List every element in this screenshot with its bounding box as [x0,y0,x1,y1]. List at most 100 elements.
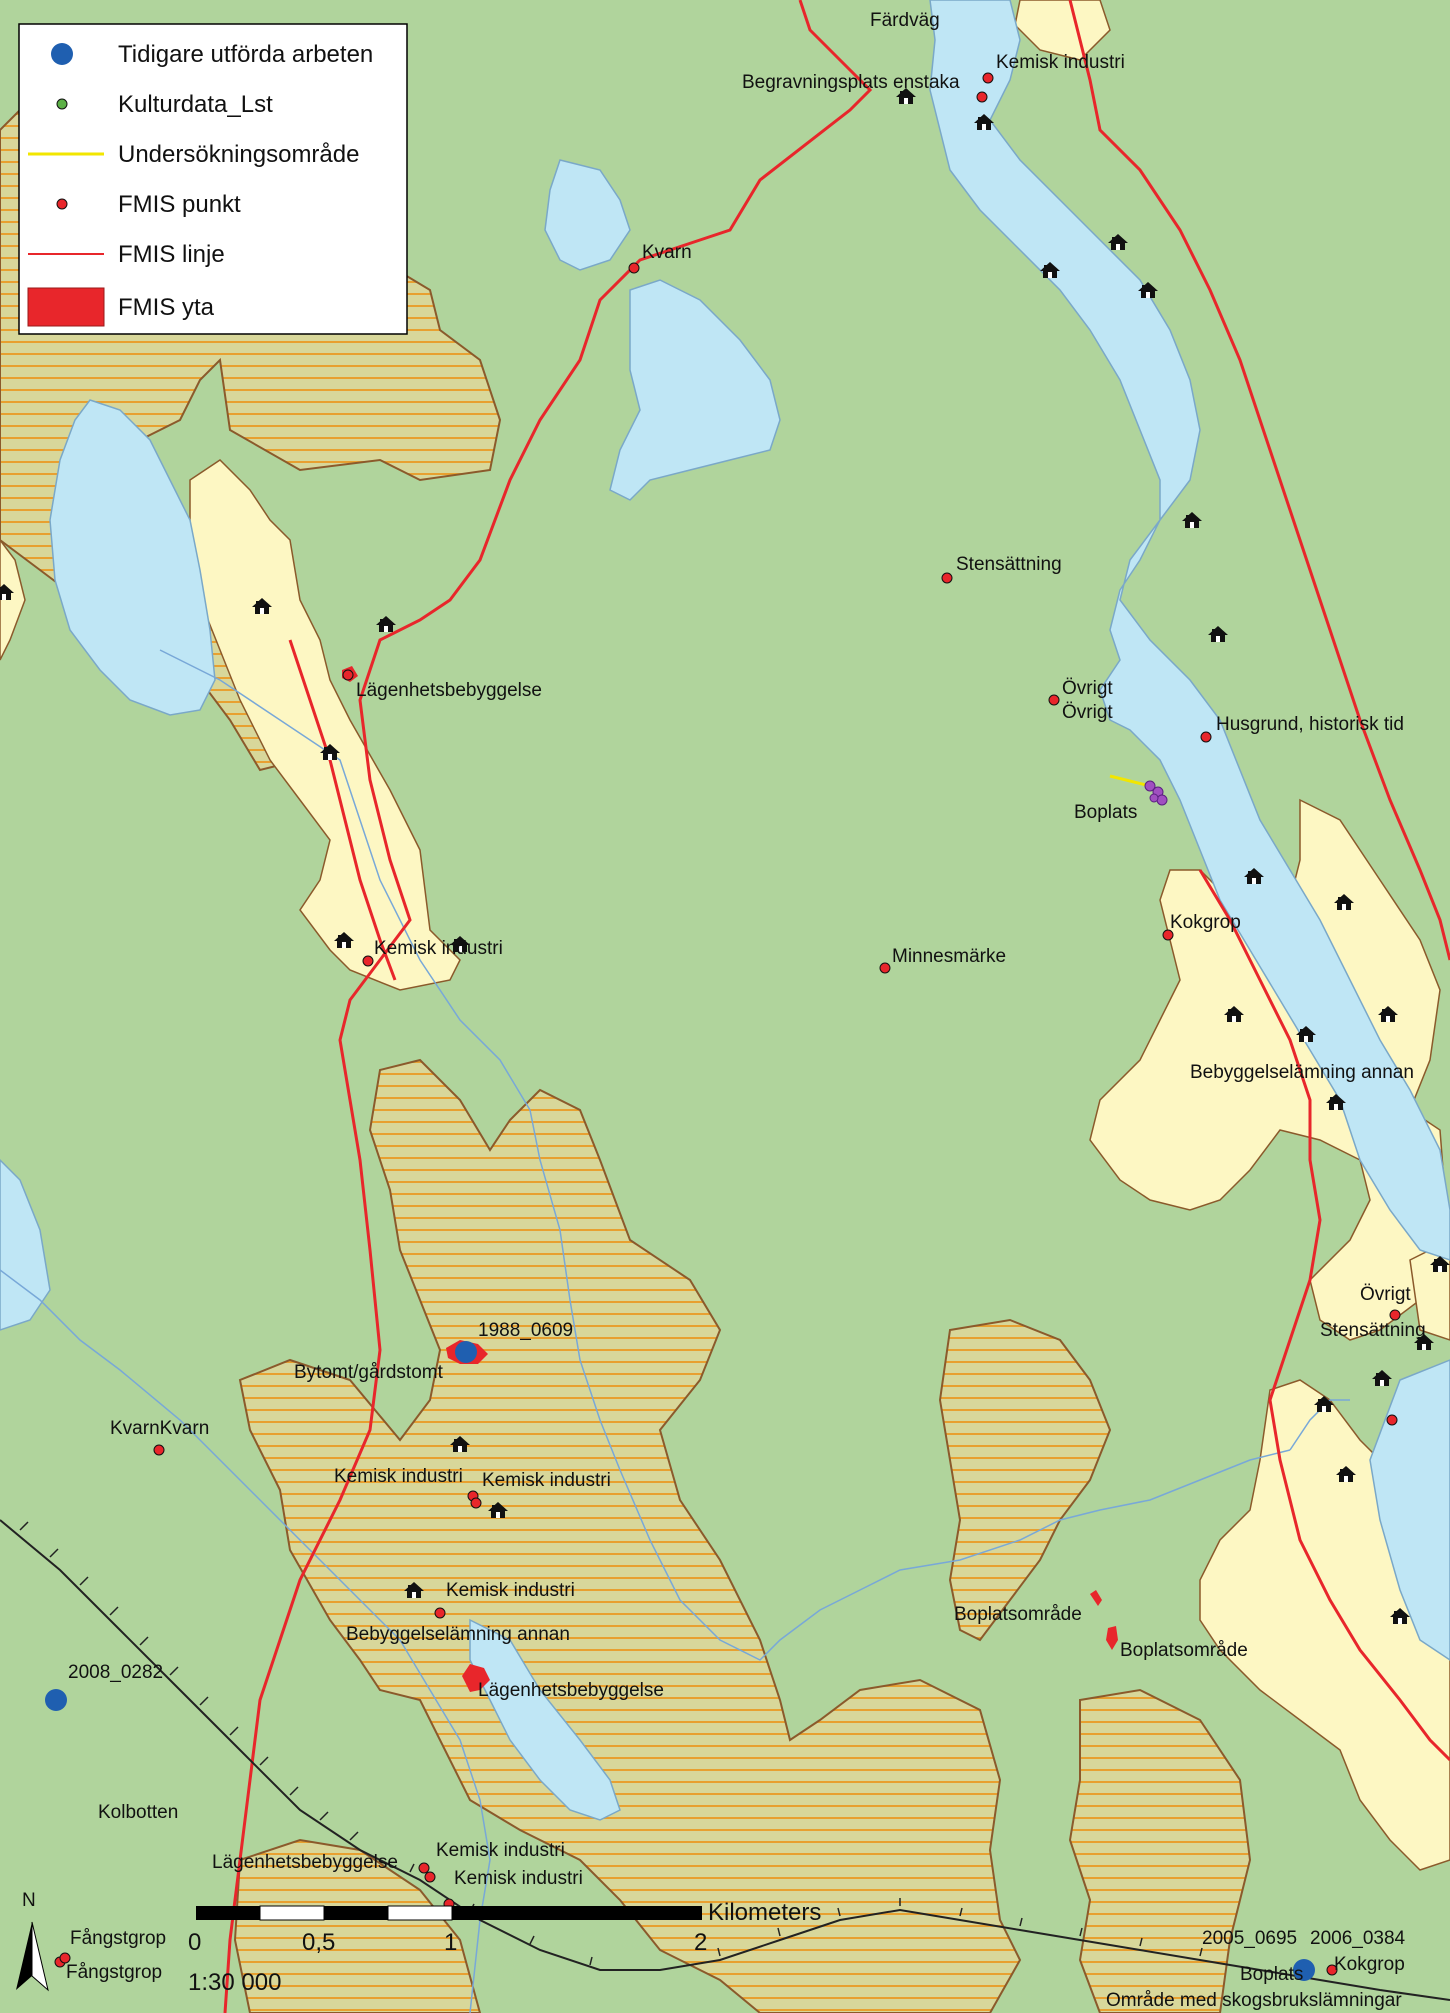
label-kemisk-industri: Kemisk industri [996,52,1125,73]
fmis-lines [223,0,1450,2013]
prior-work-point [45,1689,67,1711]
label-kemisk-industri: Kemisk industri [374,938,503,959]
fmis-point [59,1952,71,1964]
fmis-line-road-4 [288,639,397,981]
legend-symbol-prior [51,43,73,65]
label-kemisk-industri: Kemisk industri [436,1840,565,1861]
legend-box [18,23,408,335]
fmis-point [1389,1309,1401,1321]
label-fangstgrop: Fångstgrop [70,1928,166,1949]
label-fangstgrop: Fångstgrop [66,1962,162,1983]
scale-bar: 0 0,5 1 2 Kilometers 1:30 000 [188,1899,821,1996]
stream-1 [159,649,1291,1661]
label-skogsbruk: Område med skogsbrukslämningar [1106,1990,1402,2011]
scale-tick-0: 0 [188,1929,201,1956]
water-bodies [0,0,1450,1821]
legend-symbol-fmis-area [27,287,105,327]
scale-unit: Kilometers [708,1899,821,1926]
fmis-line-road-2 [1068,0,1450,961]
label-id-1988: 1988_0609 [478,1320,573,1341]
scale-tick-2: 2 [694,1929,707,1956]
label-kvarnkvarn: KvarnKvarn [110,1418,209,1439]
fmis-point [1386,1414,1398,1426]
lake-north-center [609,279,781,501]
label-lagenhetsbebyggelse: Lägenhetsbebyggelse [356,680,542,701]
fmis-line-road-3 [1198,869,1450,1762]
fmis-point [879,962,891,974]
mire-area-southwest [233,1838,482,2013]
label-boplatsomrade: Boplatsområde [1120,1640,1248,1661]
legend: Tidigare utförda arbeten Kulturdata_Lst … [18,23,408,335]
label-lagenhetsbebyggelse: Lägenhetsbebyggelse [212,1852,398,1873]
label-kokgrop: Kokgrop [1170,912,1241,933]
fmis-point [434,1607,446,1619]
fmis-point [1326,1964,1338,1976]
label-kvarn: Kvarn [642,242,692,263]
legend-label-fmis-area: FMIS yta [118,294,215,321]
fmis-point [1200,731,1212,743]
railway-line [0,1519,1450,2001]
fmis-point [470,1497,482,1509]
legend-symbol-fmis-point [56,198,68,210]
label-kemisk-industri: Kemisk industri [482,1470,611,1491]
prior-works-points [45,1341,1315,1981]
label-id-2008: 2008_0282 [68,1662,163,1683]
legend-label-prior: Tidigare utförda arbeten [118,41,373,68]
label-stensattning: Stensättning [1320,1320,1426,1341]
label-bebyggelselamning: Bebyggelselämning annan [346,1624,570,1645]
label-ovrigt: Övrigt [1360,1284,1411,1305]
railway-ticks [19,1521,1203,1966]
stream-2 [0,1269,491,2013]
label-begravningsplats: Begravningsplats enstaka [742,72,960,93]
map-labels: Färdväg Kemisk industri Begravningsplats… [66,10,1426,2011]
legend-label-kultur: Kulturdata_Lst [118,91,273,118]
label-ovrigt: Övrigt [1062,702,1113,723]
fmis-point [424,1871,436,1883]
label-kemisk-industri: Kemisk industri [454,1868,583,1889]
fmis-point [153,1444,165,1456]
legend-symbol-kultur [56,98,68,110]
label-bytomt: Bytomt/gårdstomt [294,1362,444,1383]
railway [0,1519,1450,2001]
fmis-point [342,669,354,681]
mire-area-east-2 [1068,1688,1252,2013]
fmis-point [628,262,640,274]
label-husgrund: Husgrund, historisk tid [1216,714,1404,735]
lake-west-bottom [0,1158,51,1331]
label-id-2005: 2005_0695 [1202,1928,1297,1949]
label-stensattning: Stensättning [956,554,1062,575]
north-label: N [22,1890,36,1911]
survey-area [1109,774,1168,806]
open-land-far-west [0,538,26,661]
legend-label-fmis-line: FMIS linje [118,241,225,268]
prior-work-point [455,1341,477,1363]
open-land-west [189,459,461,991]
mire-area-center [238,1058,1022,2013]
fmis-point [362,955,374,967]
label-fardvag: Färdväg [870,10,940,31]
label-kokgrop: Kokgrop [1334,1954,1405,1975]
label-kolbotten: Kolbotten [98,1802,178,1823]
label-id-2006: 2006_0384 [1310,1928,1406,1949]
label-ovrigt: Övrigt [1062,678,1113,699]
fmis-area-lagenhet [462,1664,490,1692]
scale-tick-0-5: 0,5 [302,1929,335,1956]
prior-work-point [1293,1959,1315,1981]
fmis-point [941,572,953,584]
fmis-point [1162,929,1174,941]
fmis-area-boplats-2 [1106,1626,1118,1650]
scale-tick-1: 1 [444,1929,457,1956]
label-boplats: Boplats [1074,802,1137,823]
fmis-point [418,1862,430,1874]
scale-ratio: 1:30 000 [188,1969,281,1996]
fmis-point [976,91,988,103]
lake-east-bottom [1369,1359,1450,1661]
label-kemisk-industri: Kemisk industri [446,1580,575,1601]
label-boplatsomrade: Boplatsområde [954,1604,1082,1625]
fmis-point [1048,694,1060,706]
north-arrow-icon: N [16,1890,49,1992]
label-kemisk-industri: Kemisk industri [334,1466,463,1487]
lake-north-small [544,159,631,271]
fmis-point [982,72,994,84]
